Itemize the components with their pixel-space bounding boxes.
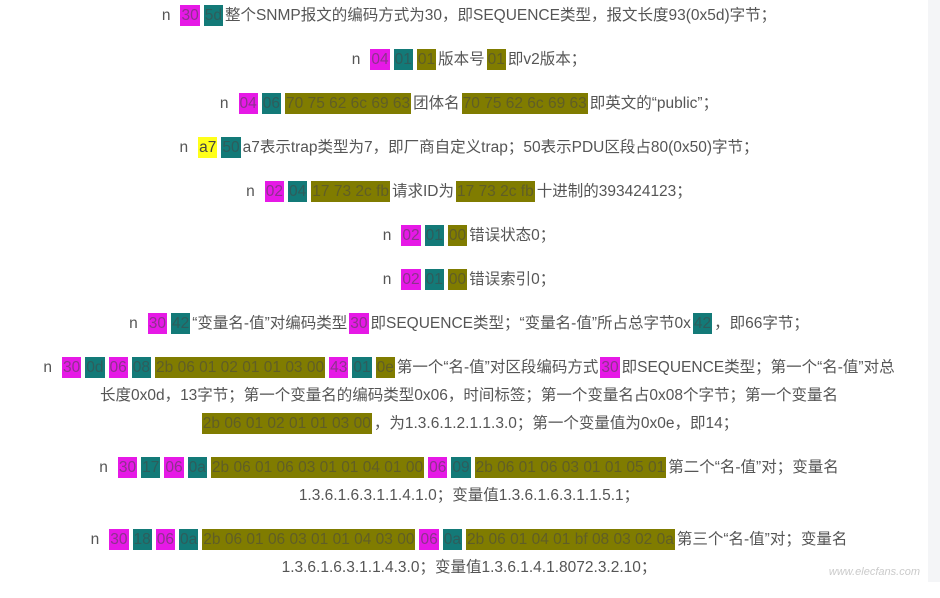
bullet-marker: n [382, 227, 392, 244]
highlighted-hex-bytes: 30 [117, 457, 138, 478]
highlighted-hex-bytes: 04 [370, 49, 390, 70]
bullet-marker: n [43, 359, 53, 376]
highlighted-hex-bytes: 01 [393, 49, 413, 70]
highlighted-hex-bytes: 2b 06 01 04 01 bf 08 03 02 0a [465, 529, 675, 550]
highlighted-hex-bytes: 17 [141, 457, 161, 478]
highlighted-hex-bytes: 30 [349, 313, 369, 334]
description-text: 即SEQUENCE类型；第一个“名-值”对总长度0x0d，13字节；第一个变量名… [99, 359, 895, 404]
highlighted-hex-bytes: 30 [600, 357, 620, 378]
highlighted-hex-bytes: 01 [486, 49, 506, 70]
highlighted-hex-bytes: 01 [352, 357, 372, 378]
highlighted-hex-bytes: 01 [424, 269, 444, 290]
highlighted-hex-bytes: 50 [221, 137, 241, 158]
bullet-marker: n [99, 459, 108, 476]
bullet-marker: n [219, 95, 229, 112]
highlighted-hex-bytes: 06 [428, 457, 448, 478]
highlighted-hex-bytes: 0d [85, 357, 105, 378]
bullet-marker: n [90, 531, 100, 548]
highlighted-hex-bytes: 42 [692, 313, 713, 334]
highlighted-hex-bytes: 30 [147, 313, 167, 334]
highlighted-hex-bytes: 02 [401, 225, 421, 246]
highlighted-hex-bytes: 5d [203, 5, 223, 26]
highlighted-hex-bytes: 2b 06 01 06 03 01 01 04 03 00 [202, 529, 416, 550]
description-text: 即英文的“public”； [589, 95, 719, 112]
highlighted-hex-bytes: 70 75 62 6c 69 63 [285, 93, 412, 114]
bullet-marker: n [351, 51, 361, 68]
highlighted-hex-bytes: 0a [442, 529, 462, 550]
highlighted-hex-bytes: 0a [187, 457, 207, 478]
description-text: 第二个“名-值”对；变量名1.3.6.1.6.3.1.1.4.1.0；变量值1.… [298, 459, 839, 504]
highlighted-hex-bytes: 17 73 2c fb [456, 181, 535, 202]
highlighted-hex-bytes: 2b 06 01 06 03 01 01 05 01 [474, 457, 667, 478]
highlighted-hex-bytes: 04 [288, 181, 308, 202]
bullet-marker: n [161, 7, 171, 24]
highlighted-hex-bytes: 06 [155, 529, 176, 550]
bullet-marker: n [382, 271, 392, 288]
bullet-marker: n [129, 315, 138, 332]
highlighted-hex-bytes: 30 [109, 529, 129, 550]
description-text: ，为1.3.6.1.2.1.1.3.0；第一个变量值为0x0e，即14； [373, 415, 739, 432]
highlighted-hex-bytes: 06 [108, 357, 128, 378]
description-text: 十进制的393424123； [536, 183, 692, 200]
highlighted-hex-bytes: 42 [171, 313, 191, 334]
highlighted-hex-bytes: 18 [132, 529, 152, 550]
description-text: 第一个“名-值”对区段编码方式 [396, 359, 599, 376]
highlighted-hex-bytes: 06 [419, 529, 439, 550]
highlighted-hex-bytes: 01 [416, 49, 437, 70]
description-text: a7表示trap类型为7，即厂商自定义trap；50表示PDU区段占80(0x5… [242, 139, 759, 156]
bullet-marker: n [246, 183, 255, 200]
description-text: 即v2版本； [507, 51, 587, 68]
highlighted-hex-bytes: 0a [179, 529, 199, 550]
watermark-logo: www.elecfans.com [828, 566, 920, 578]
highlighted-hex-bytes: 2b 06 01 02 01 01 03 00 [201, 413, 372, 434]
highlighted-hex-bytes: 02 [401, 269, 421, 290]
highlighted-hex-bytes: 06 [261, 93, 282, 114]
highlighted-hex-bytes: 2b 06 01 02 01 01 03 00 [155, 357, 326, 378]
highlighted-hex-bytes: 01 [424, 225, 444, 246]
description-text: 即SEQUENCE类型；“变量名-值”所占总字节0x [370, 315, 691, 332]
highlighted-hex-bytes: 09 [451, 457, 471, 478]
highlighted-hex-bytes: 08 [131, 357, 152, 378]
description-text: 请求ID为 [392, 183, 455, 200]
description-text: 第三个“名-值”对；变量名1.3.6.1.6.3.1.1.4.3.0；变量值1.… [281, 531, 848, 576]
highlighted-hex-bytes: 30 [180, 5, 200, 26]
bullet-marker: n [179, 139, 189, 156]
highlighted-hex-bytes: 70 75 62 6c 69 63 [461, 93, 588, 114]
description-text: 错误索引0； [469, 271, 556, 288]
description-text: “变量名-值”对编码类型 [192, 315, 348, 332]
description-text: ，即66字节； [714, 315, 809, 332]
highlighted-hex-bytes: a7 [198, 137, 218, 158]
highlighted-hex-bytes: 02 [264, 181, 285, 202]
highlighted-hex-bytes: 04 [238, 93, 258, 114]
highlighted-hex-bytes: 43 [329, 357, 349, 378]
description-text: 整个SNMP报文的编码方式为30，即SEQUENCE类型，报文长度93(0x5d… [224, 7, 777, 24]
description-text: 版本号 [438, 51, 485, 68]
highlighted-hex-bytes: 30 [62, 357, 82, 378]
highlighted-hex-bytes: 06 [164, 457, 184, 478]
description-text: 团体名 [413, 95, 460, 112]
highlighted-hex-bytes: 17 73 2c fb [311, 181, 390, 202]
highlighted-hex-bytes: 2b 06 01 06 03 01 01 04 01 00 [210, 457, 425, 478]
scrollbar[interactable] [928, 0, 940, 582]
description-text: 错误状态0； [469, 227, 556, 244]
highlighted-hex-bytes: 0e [375, 357, 395, 378]
highlighted-hex-bytes: 00 [447, 269, 468, 290]
highlighted-hex-bytes: 00 [447, 225, 468, 246]
